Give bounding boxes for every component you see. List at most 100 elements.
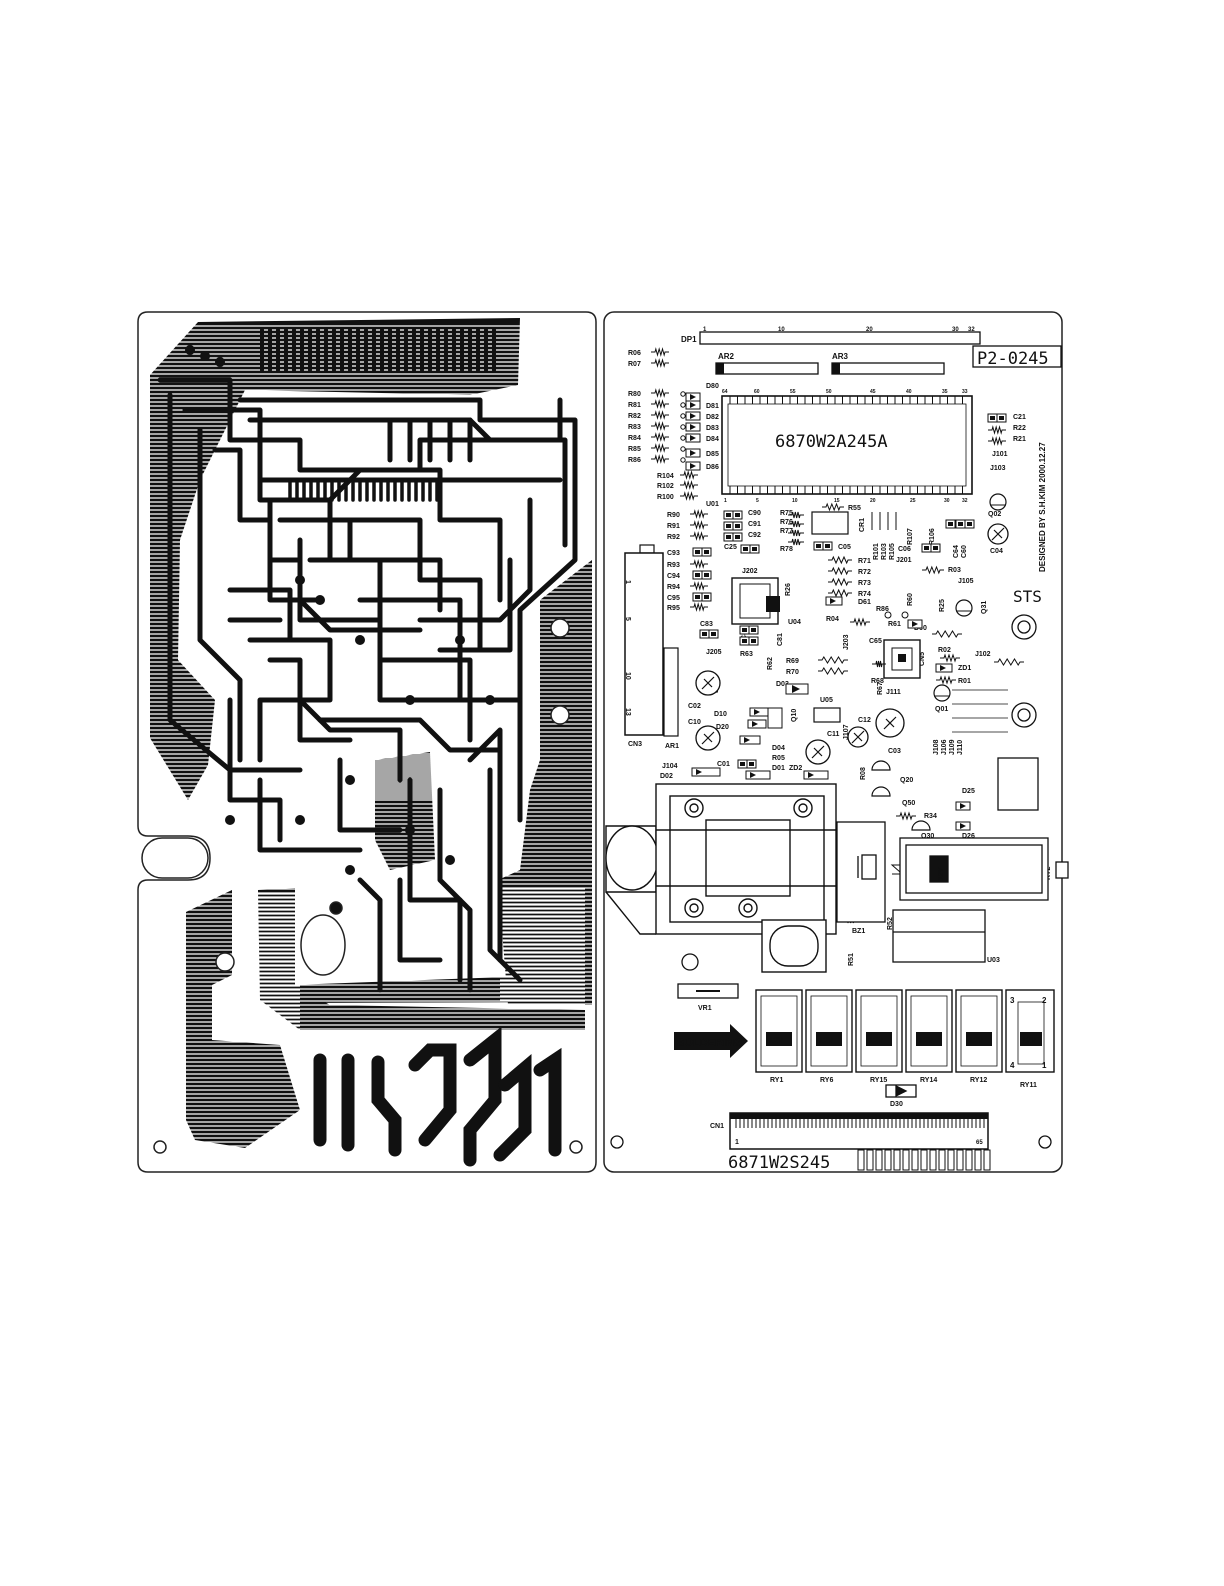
svg-text:64: 64	[722, 389, 728, 395]
svg-text:R61: R61	[888, 621, 901, 628]
svg-text:R84: R84	[628, 435, 641, 442]
svg-text:25: 25	[910, 498, 916, 504]
svg-text:R06: R06	[628, 350, 641, 357]
svg-text:AR3: AR3	[832, 352, 849, 361]
svg-text:J201: J201	[896, 557, 912, 564]
svg-text:CR1: CR1	[859, 518, 866, 532]
svg-text:R94: R94	[667, 584, 680, 591]
svg-text:C05: C05	[838, 544, 851, 551]
svg-text:R69: R69	[786, 658, 799, 665]
svg-text:R86: R86	[876, 606, 889, 613]
svg-text:R78: R78	[780, 546, 793, 553]
svg-text:R95: R95	[667, 605, 680, 612]
cn1-connector: 1 65 6871W2S245	[728, 1112, 991, 1173]
svg-text:C01: C01	[717, 761, 730, 768]
svg-text:D83: D83	[706, 425, 719, 432]
svg-text:BZ1: BZ1	[852, 928, 865, 935]
svg-text:CN3: CN3	[628, 741, 642, 748]
svg-text:1: 1	[1042, 1061, 1047, 1070]
svg-text:DP1: DP1	[681, 335, 697, 344]
svg-text:R93: R93	[667, 562, 680, 569]
reference-labels: R06R07R80R81R82R83R84R85R86R104R102R100R…	[628, 350, 1052, 1130]
svg-text:50: 50	[826, 389, 832, 395]
svg-text:C90: C90	[748, 510, 761, 517]
svg-text:J102: J102	[975, 651, 991, 658]
svg-text:J109: J109	[949, 739, 956, 755]
svg-text:R74: R74	[858, 591, 871, 598]
svg-text:R81: R81	[628, 402, 641, 409]
svg-text:33: 33	[962, 389, 968, 395]
svg-text:Q30: Q30	[921, 833, 934, 840]
svg-text:R21: R21	[1013, 436, 1026, 443]
svg-text:R103: R103	[881, 543, 888, 560]
relay-row: 12VRY112VRY612VRY1512VRY1412VRY1212VRY11…	[755, 989, 1055, 1089]
svg-text:R75: R75	[780, 510, 793, 517]
svg-text:Q31: Q31	[981, 601, 988, 614]
svg-text:13: 13	[624, 708, 631, 716]
svg-text:10: 10	[792, 498, 798, 504]
vr1-varistor	[677, 983, 739, 999]
svg-text:J205: J205	[706, 649, 722, 656]
svg-text:R77: R77	[780, 528, 793, 535]
svg-text:R60: R60	[907, 593, 914, 606]
bz1-buzzer	[836, 821, 886, 923]
svg-text:P2-0245: P2-0245	[977, 349, 1049, 369]
cn2-connector	[997, 757, 1039, 811]
svg-text:J202: J202	[742, 568, 758, 575]
svg-text:C21: C21	[1013, 414, 1026, 421]
svg-text:Q01: Q01	[935, 706, 948, 713]
svg-text:J107: J107	[843, 724, 850, 740]
svg-text:R62: R62	[767, 657, 774, 670]
svg-text:R105: R105	[889, 543, 896, 560]
svg-text:R03: R03	[948, 567, 961, 574]
svg-text:R51: R51	[848, 953, 855, 966]
svg-text:R63: R63	[740, 651, 753, 658]
svg-text:RY15: RY15	[870, 1077, 887, 1084]
dp1-connector: DP1 1 10 20 30 32	[681, 327, 981, 345]
svg-text:D10: D10	[714, 711, 727, 718]
svg-text:55: 55	[790, 389, 796, 395]
ry2-relay: 12V	[899, 837, 1069, 901]
svg-text:ZD1: ZD1	[958, 665, 971, 672]
svg-text:C60: C60	[961, 545, 968, 558]
svg-text:J108: J108	[933, 739, 940, 755]
svg-text:CN1: CN1	[710, 1123, 724, 1130]
svg-text:VR1: VR1	[698, 1005, 712, 1012]
svg-text:Q10: Q10	[791, 709, 798, 722]
svg-text:65: 65	[976, 1140, 983, 1146]
svg-text:R07: R07	[628, 361, 641, 368]
svg-text:D61: D61	[858, 599, 871, 606]
svg-text:RY1: RY1	[770, 1077, 783, 1084]
svg-text:R71: R71	[858, 558, 871, 565]
svg-text:U04: U04	[788, 619, 801, 626]
pt1-transformer	[605, 783, 837, 973]
svg-text:R04: R04	[826, 616, 839, 623]
svg-text:1: 1	[703, 327, 707, 333]
svg-text:J106: J106	[941, 739, 948, 755]
svg-text:10: 10	[778, 327, 785, 333]
svg-text:SOLDERING: SOLDERING	[677, 1037, 742, 1049]
svg-text:R100: R100	[657, 494, 674, 501]
svg-text:Q02: Q02	[988, 511, 1001, 518]
svg-text:D82: D82	[706, 414, 719, 421]
svg-text:D84: D84	[706, 436, 719, 443]
svg-text:R73: R73	[858, 580, 871, 587]
svg-text:CN5: CN5	[919, 652, 926, 666]
svg-text:20: 20	[866, 327, 873, 333]
svg-text:AR2: AR2	[718, 352, 735, 361]
svg-text:C12: C12	[858, 717, 871, 724]
svg-text:12V: 12V	[919, 1036, 934, 1045]
svg-text:R83: R83	[628, 424, 641, 431]
svg-text:R67: R67	[877, 682, 884, 695]
svg-text:D30: D30	[890, 1101, 903, 1108]
svg-text:60: 60	[754, 389, 760, 395]
svg-text:4: 4	[1010, 1061, 1015, 1070]
svg-text:ZD2: ZD2	[789, 765, 802, 772]
svg-text:J103: J103	[990, 465, 1006, 472]
svg-text:R52: R52	[887, 917, 894, 930]
